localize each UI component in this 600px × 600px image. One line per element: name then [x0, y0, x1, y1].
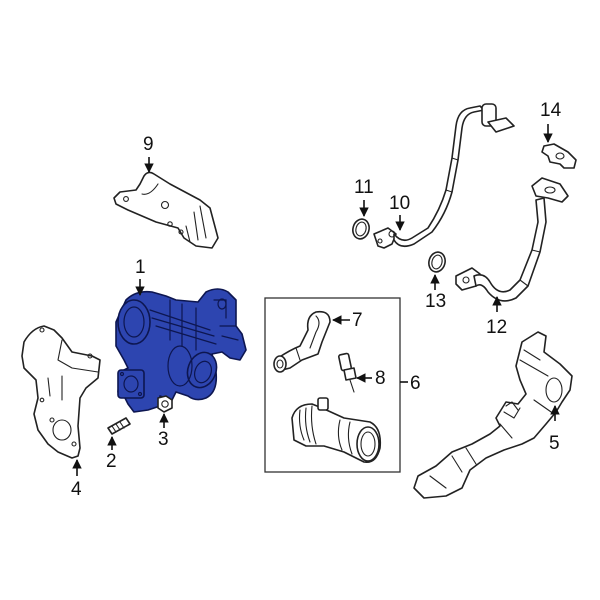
callout-3[interactable]: 3: [158, 429, 169, 450]
callout-14[interactable]: 14: [540, 100, 562, 121]
hose-assembly-group-box: [264, 297, 401, 473]
oil-return-line-part[interactable]: [455, 177, 569, 302]
callout-7[interactable]: 7: [352, 310, 363, 331]
seal-ring-13-part[interactable]: [427, 250, 448, 273]
sensor-part[interactable]: [338, 352, 357, 393]
heat-shield-lower-part[interactable]: [21, 325, 101, 459]
nut-part[interactable]: [157, 395, 173, 413]
callout-10[interactable]: 10: [389, 193, 411, 214]
callout-4[interactable]: 4: [71, 479, 82, 500]
callout-9[interactable]: 9: [143, 134, 154, 155]
callout-13[interactable]: 13: [425, 291, 447, 312]
callout-2[interactable]: 2: [106, 451, 117, 472]
gasket-part[interactable]: [541, 143, 577, 169]
callout-12[interactable]: 12: [486, 317, 508, 338]
callout-6[interactable]: 6: [410, 373, 421, 394]
callout-1[interactable]: 1: [135, 257, 146, 278]
callout-11[interactable]: 11: [354, 177, 374, 198]
callout-8[interactable]: 8: [375, 368, 386, 389]
oil-feed-line-part[interactable]: [373, 103, 515, 249]
intake-pipe-part[interactable]: [413, 331, 573, 499]
seal-ring-11-part[interactable]: [351, 217, 372, 240]
turbocharger-part[interactable]: [115, 288, 247, 413]
air-intake-hose-part[interactable]: [291, 397, 382, 464]
hose-part[interactable]: [273, 310, 331, 373]
heat-shield-upper-part[interactable]: [113, 171, 219, 249]
callout-5[interactable]: 5: [549, 433, 560, 454]
stud-part[interactable]: [107, 417, 131, 435]
